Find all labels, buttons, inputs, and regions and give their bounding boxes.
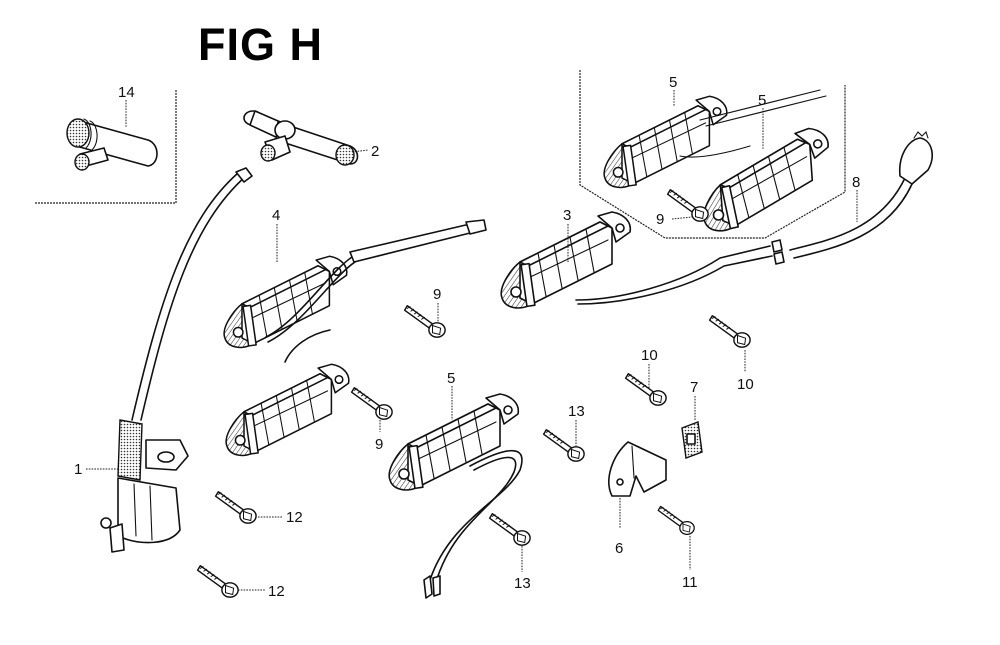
callout-9-middle: 9 bbox=[433, 286, 441, 303]
callout-9-lower: 9 bbox=[375, 436, 383, 453]
callout-11: 11 bbox=[682, 574, 698, 591]
part-8-connector-lead bbox=[789, 130, 933, 259]
part-5-exciter-coil-left bbox=[225, 329, 350, 457]
bolt-13-lower bbox=[488, 512, 531, 546]
part-3-charge-coil bbox=[500, 211, 785, 309]
callout-4: 4 bbox=[272, 207, 280, 224]
bolt-9-box bbox=[666, 188, 709, 222]
part-2-spark-plug-cap bbox=[243, 110, 359, 166]
callout-1: 1 bbox=[74, 461, 82, 478]
callout-6: 6 bbox=[615, 540, 623, 557]
high-tension-lead bbox=[131, 167, 253, 421]
part-14-suppressor-cap bbox=[34, 90, 177, 204]
callout-5-box-right: 5 bbox=[758, 92, 766, 109]
figure-title: FIG H bbox=[198, 19, 323, 70]
callout-3: 3 bbox=[563, 207, 571, 224]
leader-lines bbox=[86, 90, 858, 591]
bolt-10-right bbox=[708, 314, 751, 348]
part-1-ignition-coil bbox=[100, 419, 189, 553]
callout-7: 7 bbox=[690, 379, 698, 396]
callout-13-upper: 13 bbox=[568, 403, 585, 420]
bolt-12-upper bbox=[214, 490, 257, 524]
part-4-exciter-coil bbox=[223, 219, 487, 349]
callout-12-upper: 12 bbox=[286, 509, 303, 526]
bolt-13-upper bbox=[542, 428, 585, 462]
callout-12-lower: 12 bbox=[268, 583, 285, 600]
callout-2: 2 bbox=[371, 143, 379, 160]
optional-coil-group-box bbox=[579, 70, 846, 239]
part-7-cord-clip bbox=[681, 421, 703, 459]
bolt-12-lower bbox=[196, 564, 239, 598]
part-6-bracket bbox=[608, 441, 667, 497]
callout-10-right: 10 bbox=[737, 376, 754, 393]
callout-14: 14 bbox=[118, 84, 135, 101]
bolt-9-lower bbox=[350, 386, 393, 420]
bolt-10-center bbox=[624, 372, 667, 406]
bolt-9-middle bbox=[403, 304, 446, 338]
callout-5-box-left: 5 bbox=[669, 74, 677, 91]
callout-8: 8 bbox=[852, 174, 860, 191]
callout-13-lower: 13 bbox=[514, 575, 531, 592]
callout-labels: 14 2 1 4 5 5 3 8 9 9 9 5 10 10 7 13 6 13… bbox=[74, 74, 860, 600]
part-5-exciter-coil-center bbox=[388, 393, 523, 599]
callout-9-box: 9 bbox=[656, 211, 664, 228]
callout-5-center: 5 bbox=[447, 370, 455, 387]
bolt-11 bbox=[657, 505, 695, 536]
callout-10-center: 10 bbox=[641, 347, 658, 364]
